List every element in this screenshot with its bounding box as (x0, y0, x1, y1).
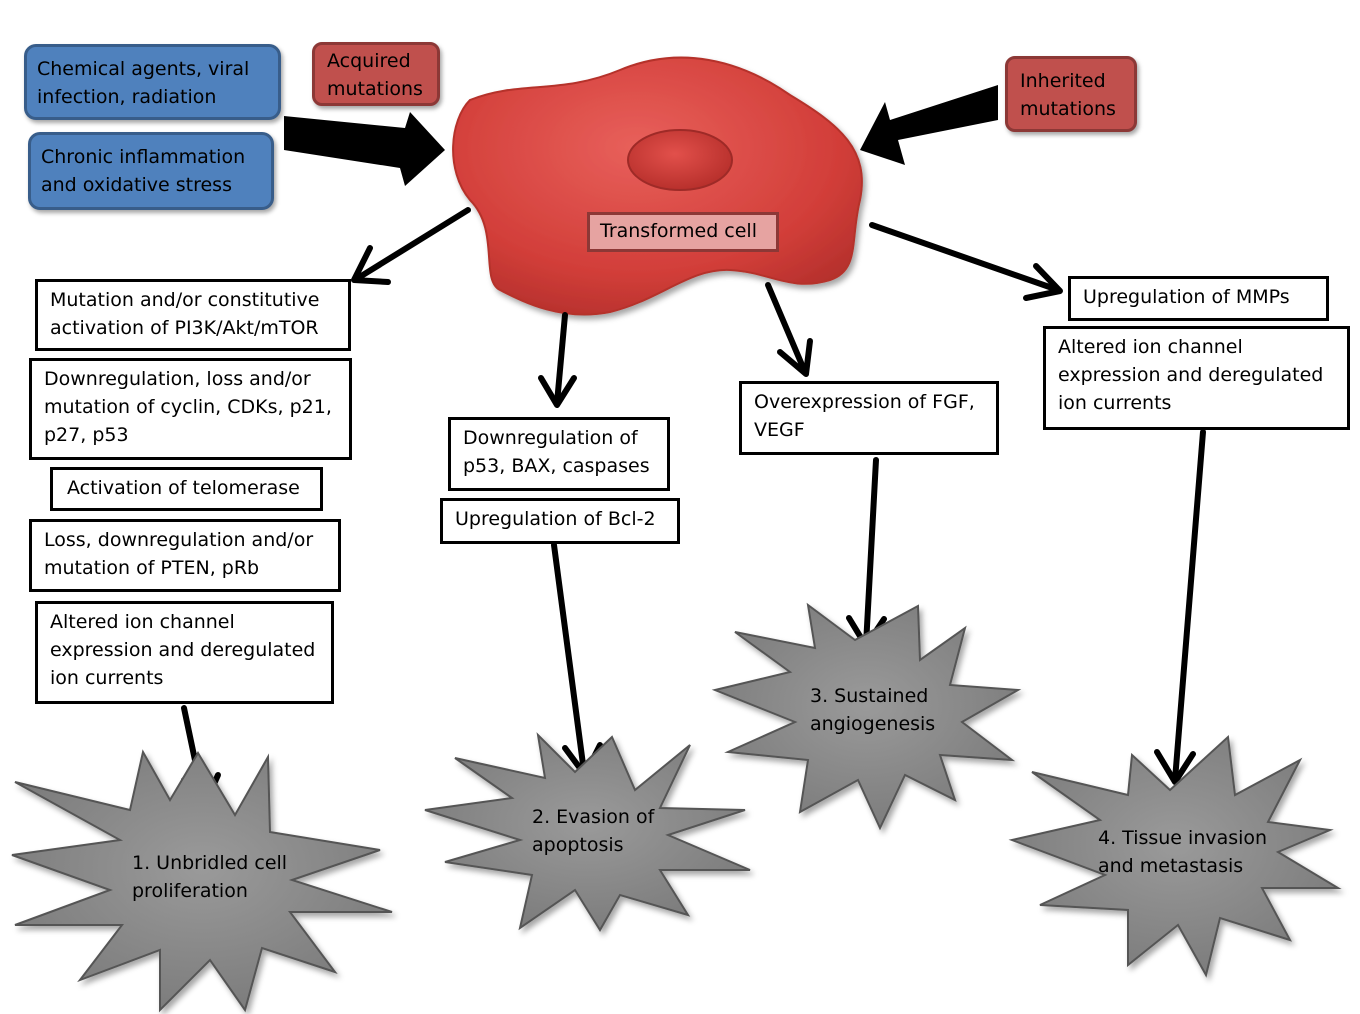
outcome-label-2: 2. Evasion of apoptosis (532, 806, 655, 856)
col4-box-ion-channel: Altered ion channel expression and dereg… (1043, 326, 1350, 430)
col1-box-pi3k: Mutation and/or constitutive activation … (35, 279, 351, 351)
cause-block-arrow-left (284, 112, 445, 186)
outcome-star-1 (11, 749, 393, 1013)
col3-box-fgf-vegf: Overexpression of FGF, VEGF (739, 381, 999, 455)
outcome-star-2 (424, 732, 751, 932)
col1-box-ion-channel: Altered ion channel expression and dereg… (35, 601, 334, 704)
cause-inherited-mutations: Inherited mutations (1005, 56, 1137, 132)
outcome-label-4: 4. Tissue invasion and metastasis (1098, 827, 1268, 877)
outcome-star-3 (711, 602, 1022, 831)
col2-box-bcl2: Upregulation of Bcl-2 (440, 498, 680, 544)
outcome-star-4 (1008, 734, 1342, 978)
transformed-cell-label: Transformed cell (587, 212, 779, 252)
cell-nucleus (627, 129, 733, 191)
cause-chronic-inflammation: Chronic inflammation and oxidative stres… (28, 132, 274, 210)
col1-box-cyclin: Downregulation, loss and/or mutation of … (29, 358, 352, 460)
col1-box-pten: Loss, downregulation and/or mutation of … (29, 519, 341, 592)
col4-box-mmps: Upregulation of MMPs (1068, 276, 1329, 321)
cause-block-arrow-right (860, 85, 998, 165)
cause-acquired-mutations: Acquired mutations (312, 42, 440, 106)
outcome-label-3: 3. Sustained angiogenesis (810, 685, 936, 735)
col2-box-p53-bax: Downregulation of p53, BAX, caspases (448, 417, 670, 491)
col1-box-telomerase: Activation of telomerase (50, 467, 323, 511)
cause-chemical-agents: Chemical agents, viral infection, radiat… (24, 44, 281, 120)
outcome-label-1: 1. Unbridled cell proliferation (132, 852, 288, 902)
